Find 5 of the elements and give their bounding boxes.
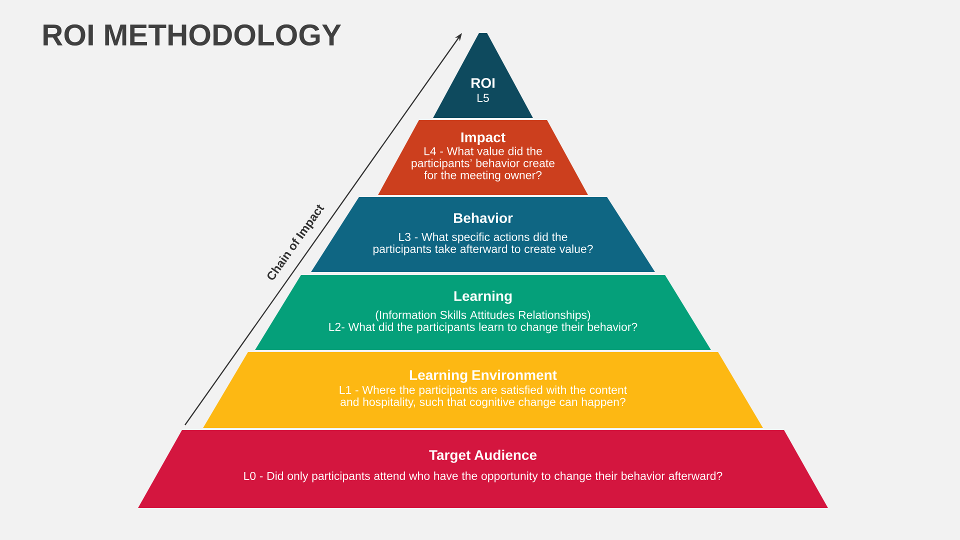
pyramid-tier: Learning Environment L1 - Where the participants are satisfied with the content and hospitality, such that cognitive change can happen? <box>203 352 763 428</box>
pyramid-tier: ROI L5 <box>433 33 533 118</box>
title: ROI METHODOLOGY <box>44 24 342 46</box>
pyramid-tier: Impact L4 - What value did the participants’ behavior create for the meeting owner? <box>378 120 588 195</box>
pyramid-tier: Target Audience L0 - Did only participants attend who have the opportunity to change their behavior afterward? <box>138 430 828 508</box>
